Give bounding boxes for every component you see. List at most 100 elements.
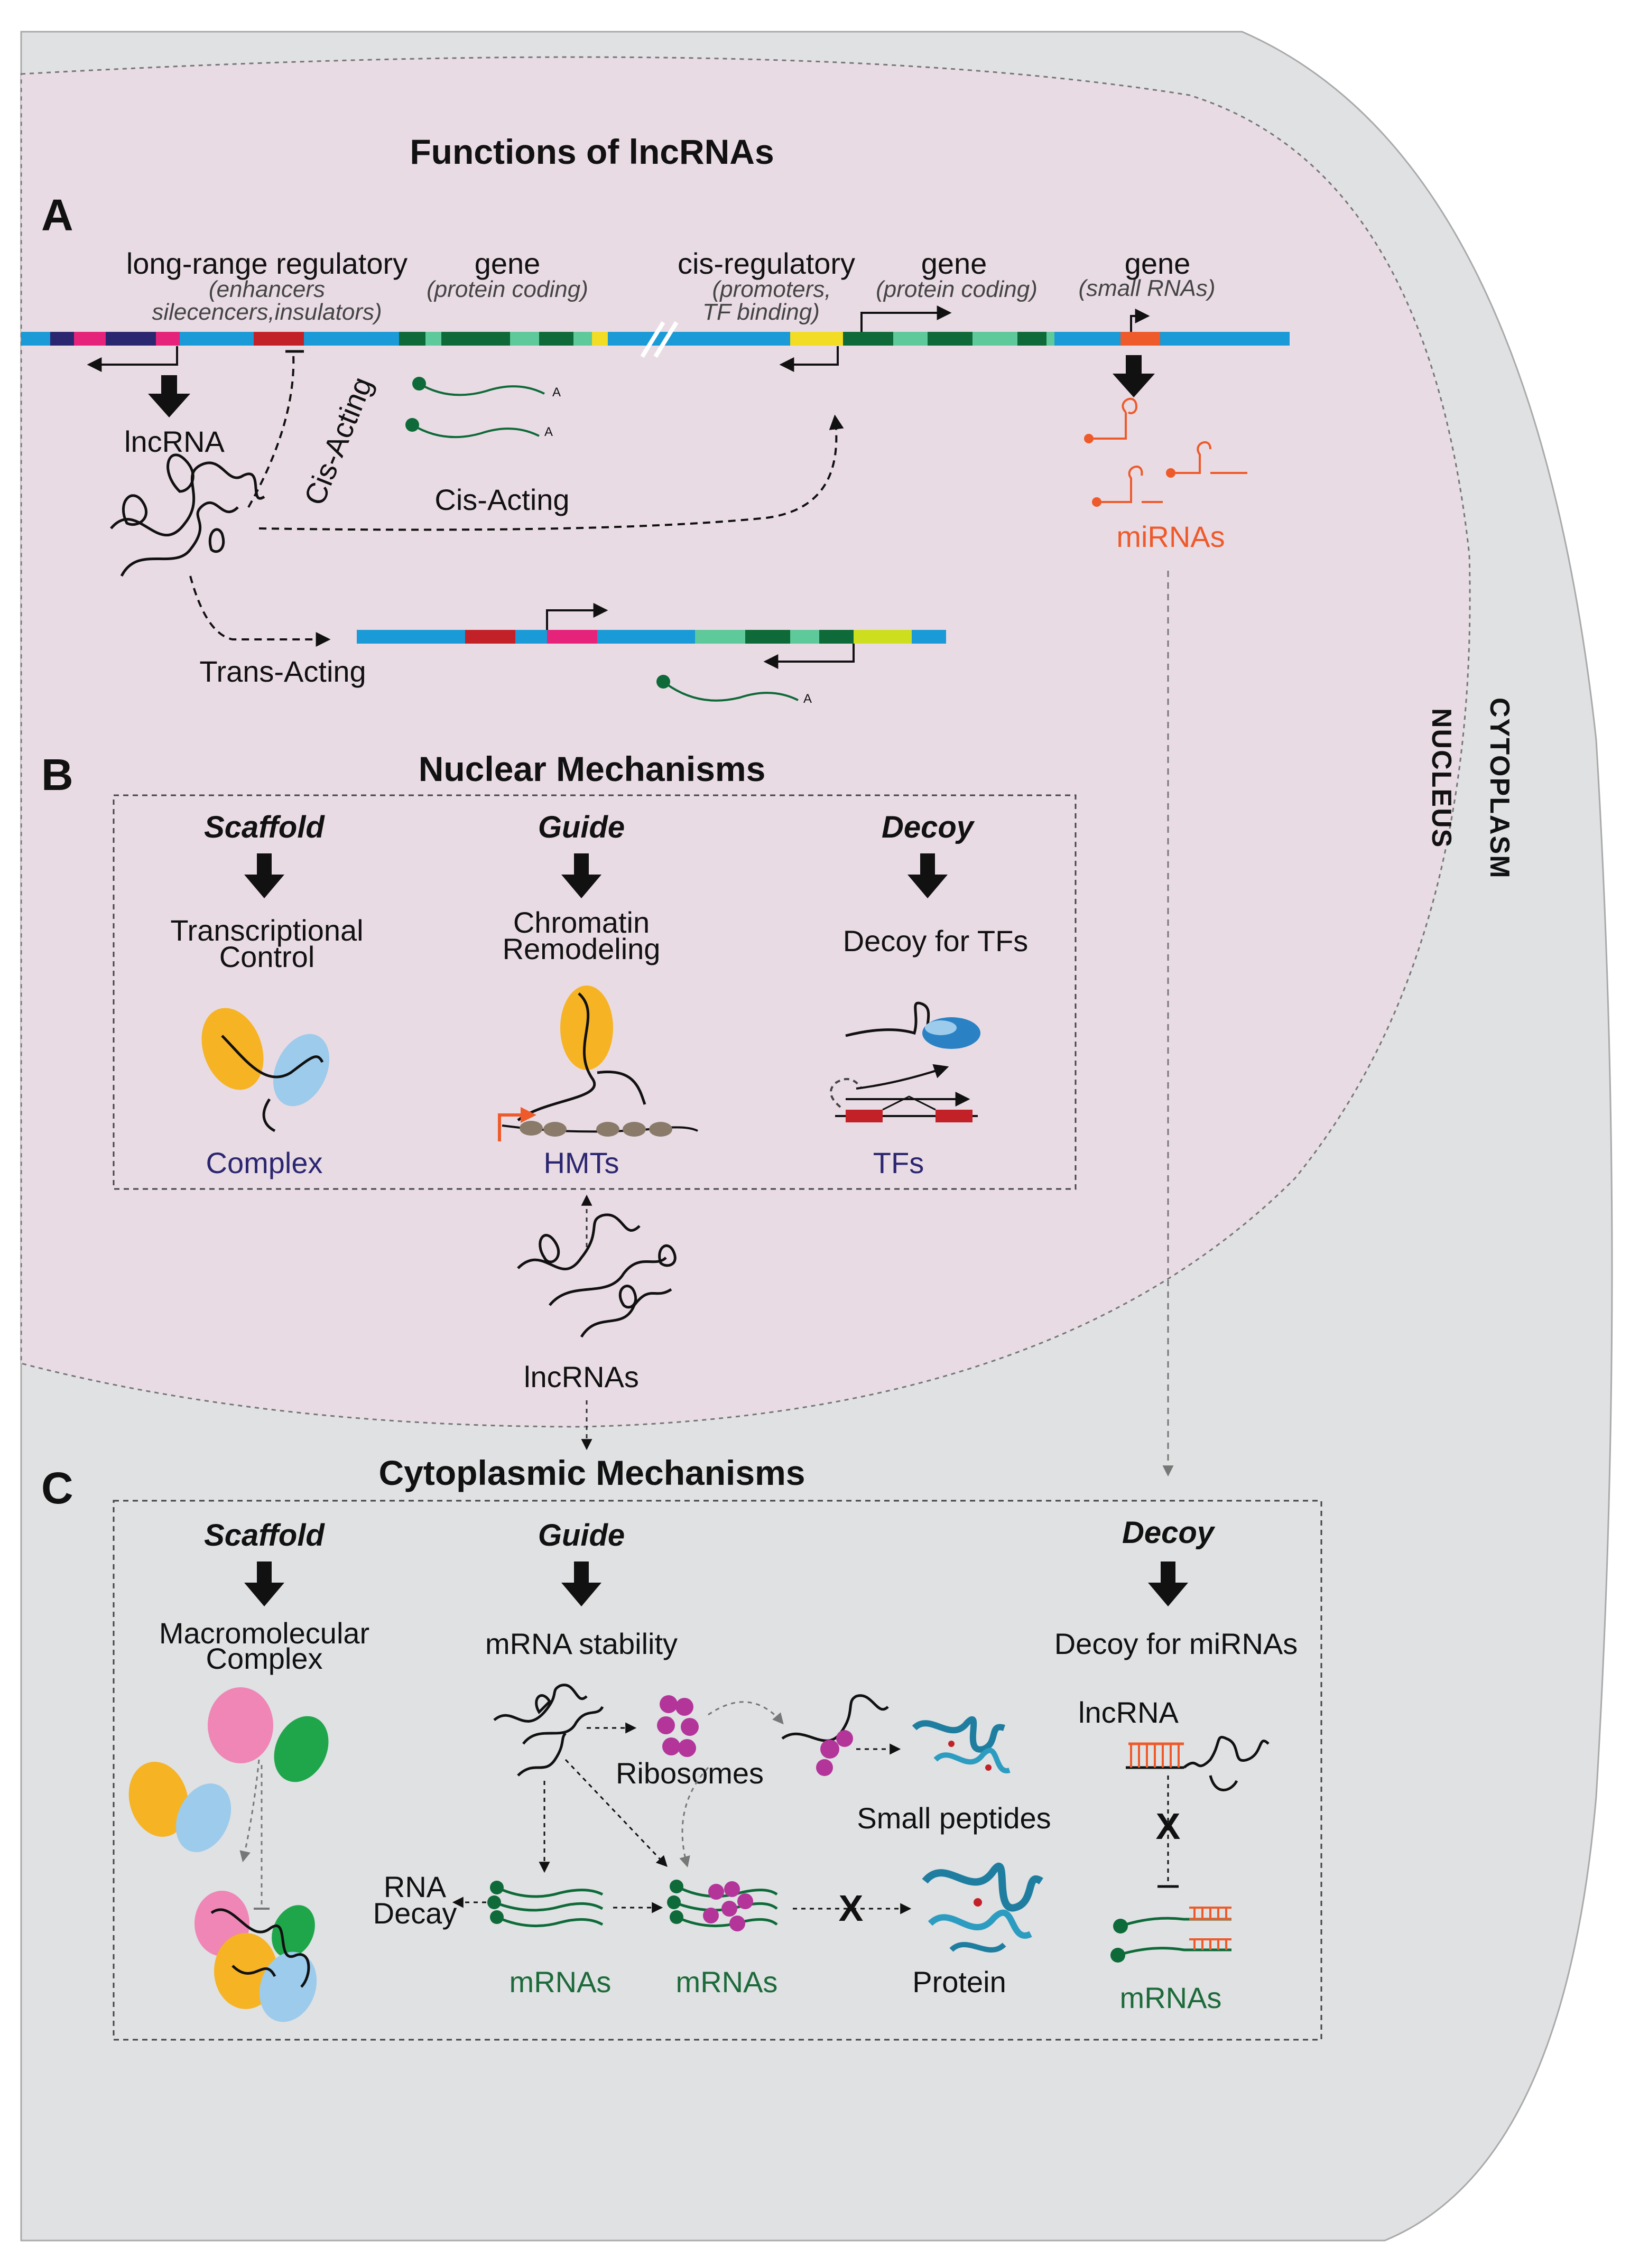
panel-a-letter: A <box>41 190 73 240</box>
c-guide-mechanism: Guide <box>538 1518 625 1553</box>
cis-reg-label: cis-regulatory <box>678 247 855 280</box>
mrnas-right-label: mRNAs <box>676 1965 778 1999</box>
down-arrow-lncrna <box>148 375 190 417</box>
c-scaffold-line2: Complex <box>206 1642 323 1675</box>
arrow-gene2-tss <box>860 305 952 332</box>
dna-strand-trans <box>357 630 946 644</box>
lnc-to-mrna-right <box>564 1759 668 1867</box>
c-scaffold-line1: Macromolecular <box>159 1616 369 1650</box>
panel-c-box <box>113 1500 1322 2041</box>
nucleus-label: NUCLEUS <box>1426 708 1457 848</box>
mirna-hairpins <box>1084 397 1247 507</box>
c-guide-arrow <box>561 1561 601 1606</box>
mrnas-right-graphic <box>667 1880 778 1931</box>
arrow-lncrna-tss <box>87 346 178 372</box>
rna-decay-line1: RNA <box>384 1870 447 1903</box>
long-range-sub1: (enhancers <box>209 276 325 302</box>
cis-reg-sub2: TF binding) <box>702 299 820 325</box>
c-guide-function: mRNA stability <box>485 1627 678 1660</box>
b-scaffold-function-1: Transcriptional <box>170 914 363 947</box>
b-guide-chromatin-graphic <box>498 986 698 1141</box>
translation-block-x: X <box>839 1888 864 1929</box>
c-decoy-function: Decoy for miRNAs <box>1054 1627 1298 1660</box>
c-decoy-mrnas-label: mRNAs <box>1120 1981 1222 2014</box>
long-range-sub2: silecencers,insulators) <box>152 299 382 325</box>
c-scaffold-arrow <box>244 1561 284 1606</box>
down-arrow-mirna <box>1113 355 1155 397</box>
panel-c-heading: Cytoplasmic Mechanisms <box>379 1453 805 1492</box>
c-decoy-lncrna-graphic <box>1126 1736 1270 1791</box>
nucleus-region <box>20 56 1471 1428</box>
mrna-gene1: A A <box>405 377 561 439</box>
arrow-trans-antisense <box>763 644 855 669</box>
cytoplasm-label: CYTOPLASM <box>1484 698 1515 879</box>
c-decoy-block-x: X <box>1156 1806 1181 1847</box>
arrow-trans-tss <box>546 603 608 630</box>
lncrna-cluster-middle <box>517 1213 677 1338</box>
b-scaffold-mechanism: Scaffold <box>204 810 325 844</box>
protein-label: Protein <box>912 1965 1006 1999</box>
arrow-gene3-tss <box>1130 309 1150 332</box>
dna-strand-main <box>21 321 1290 358</box>
panel-c-letter: C <box>41 1463 73 1513</box>
main-title: Functions of lncRNAs <box>410 132 774 171</box>
ribosome-to-lnc-curve <box>708 1701 784 1725</box>
cis-acting-label: Cis-Acting <box>434 483 569 516</box>
gene1-sub: (protein coding) <box>427 276 588 302</box>
panel-b-box <box>113 794 1077 1190</box>
ribosome-to-mrna-curve <box>679 1767 709 1868</box>
long-range-label: long-range regulatory <box>126 247 408 280</box>
trans-acting-path <box>189 575 331 647</box>
b-guide-partner: HMTs <box>543 1146 619 1179</box>
ribosomes-label: Ribosomes <box>616 1756 764 1790</box>
lncrnas-middle-label: lncRNAs <box>524 1360 639 1393</box>
lncrna-translated-graphic <box>781 1694 889 1776</box>
c-decoy-lncrna-label: lncRNA <box>1078 1696 1179 1729</box>
small-peptides-graphic <box>912 1716 1011 1773</box>
b-guide-arrow <box>561 853 601 898</box>
b-decoy-arrow <box>907 853 948 898</box>
svg-text:A: A <box>552 385 561 399</box>
mrna-trans: A <box>656 675 812 706</box>
b-scaffold-complex-graphic <box>201 1008 330 1132</box>
arrow-cis-reg-tss <box>779 346 839 372</box>
cis-reg-sub1: (promoters, <box>712 276 831 302</box>
ribosomes-graphic <box>657 1695 699 1757</box>
lncrna-label: lncRNA <box>124 425 225 458</box>
b-guide-function-1: Chromatin <box>513 906 650 939</box>
b-guide-function-2: Remodeling <box>503 932 661 965</box>
b-scaffold-function-2: Control <box>219 940 315 973</box>
trans-acting-label: Trans-Acting <box>199 655 366 688</box>
c-scaffold-mechanism: Scaffold <box>204 1518 325 1553</box>
mrnas-left-graphic <box>487 1881 604 1928</box>
b-scaffold-partner: Complex <box>206 1146 323 1179</box>
panel-b-letter: B <box>41 750 73 800</box>
mrnas-left-label: mRNAs <box>510 1965 612 1999</box>
cis-acting-path-1 <box>247 354 295 508</box>
gene2-label: gene <box>921 247 987 280</box>
panel-b-heading: Nuclear Mechanisms <box>419 749 766 788</box>
c-scaffold-graphic <box>128 1687 329 2022</box>
svg-text:A: A <box>803 692 812 706</box>
c-decoy-mrnas-graphic <box>1110 1907 1231 1963</box>
c-decoy-arrow <box>1148 1561 1188 1606</box>
svg-text:A: A <box>544 425 553 439</box>
small-peptides-label: Small peptides <box>857 1801 1051 1835</box>
gene3-label: gene <box>1125 247 1191 280</box>
protein-graphic <box>922 1862 1043 1953</box>
b-decoy-mechanism: Decoy <box>882 810 975 844</box>
c-guide-lncrnas <box>493 1684 604 1777</box>
gene2-sub: (protein coding) <box>876 276 1038 302</box>
b-decoy-function: Decoy for TFs <box>843 924 1029 958</box>
c-decoy-mechanism: Decoy <box>1122 1516 1216 1550</box>
b-scaffold-arrow <box>244 853 284 898</box>
b-decoy-partner: TFs <box>873 1146 924 1179</box>
rna-decay-line2: Decay <box>373 1897 457 1930</box>
b-guide-mechanism: Guide <box>538 810 625 844</box>
gene3-sub: (small RNAs) <box>1078 275 1215 301</box>
gene1-label: gene <box>475 247 541 280</box>
lncrna-cluster-a <box>110 453 265 577</box>
b-decoy-tf-graphic <box>830 1001 980 1122</box>
mirnas-label: miRNAs <box>1116 520 1225 553</box>
